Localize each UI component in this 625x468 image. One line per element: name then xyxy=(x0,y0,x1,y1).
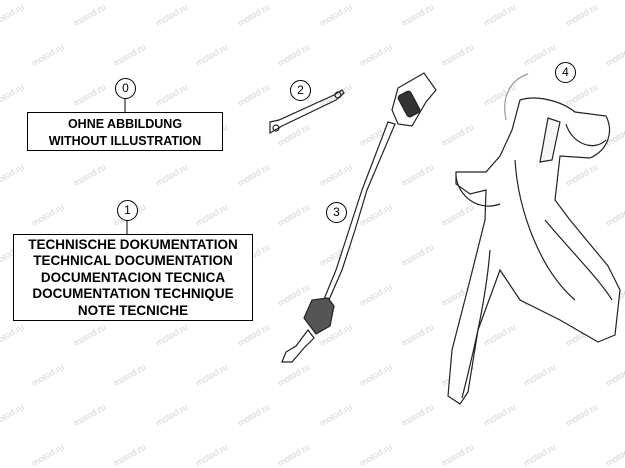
part-4-stand xyxy=(447,73,621,405)
no-illustration-box: OHNE ABBILDUNG WITHOUT ILLUSTRATION xyxy=(27,112,223,151)
documentation-line-3: DOCUMENTACION TECNICA xyxy=(40,269,226,285)
part-3-tester xyxy=(281,72,437,363)
no-illustration-line-2: WITHOUT ILLUSTRATION xyxy=(48,134,202,148)
documentation-line-2: TECHNICAL DOCUMENTATION xyxy=(33,253,233,269)
callout-0: 0 xyxy=(115,78,136,99)
documentation-line-4: DOCUMENTATION TECHNIQUE xyxy=(32,286,234,302)
documentation-line-5: NOTE TECNICHE xyxy=(77,302,189,318)
callout-4: 4 xyxy=(555,62,576,83)
no-illustration-line-1: OHNE ABBILDUNG xyxy=(67,117,183,131)
documentation-line-1: TECHNISCHE DOKUMENTATION xyxy=(28,237,238,252)
callout-2: 2 xyxy=(290,80,311,101)
callout-3: 3 xyxy=(326,202,347,223)
documentation-box: TECHNISCHE DOKUMENTATION TECHNICAL DOCUM… xyxy=(13,234,253,321)
callout-1: 1 xyxy=(117,200,138,221)
part-2-tool xyxy=(269,89,345,135)
